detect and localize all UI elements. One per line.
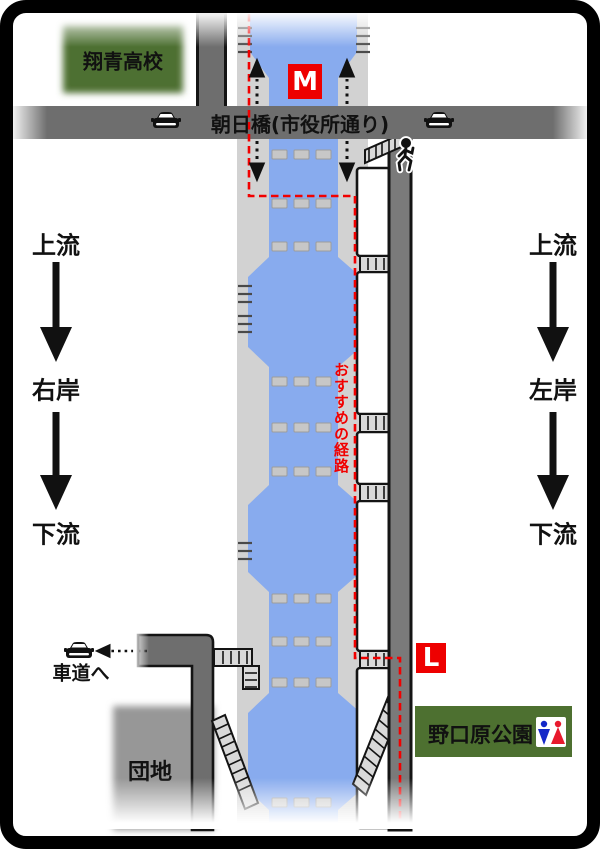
right-upstream-label: 上流 bbox=[529, 231, 577, 260]
right-bank-label: 右岸 bbox=[32, 376, 80, 405]
flow-arrow-right-1 bbox=[537, 262, 569, 362]
car-icon bbox=[64, 642, 94, 658]
flow-arrow-left-1 bbox=[40, 262, 72, 362]
right-downstream-label: 下流 bbox=[529, 520, 577, 549]
flow-arrow-left-2 bbox=[40, 412, 72, 510]
marker-m: M bbox=[288, 64, 322, 99]
school-label: 翔青高校 bbox=[83, 49, 163, 74]
pedestrian-icon bbox=[395, 136, 417, 174]
marker-l: L bbox=[416, 643, 446, 673]
main-road bbox=[13, 105, 587, 140]
access-road-stairs bbox=[213, 648, 260, 690]
to-road-label: 車道へ bbox=[52, 662, 110, 685]
park-label: 野口原公園 bbox=[428, 723, 533, 747]
recommended-route-label: おすすめの経路 bbox=[332, 362, 350, 474]
river-water bbox=[248, 13, 361, 829]
toilet-icon bbox=[536, 717, 566, 747]
bridge-label: 朝日橋(市役所通り) bbox=[210, 112, 390, 137]
left-bank-label: 左岸 bbox=[529, 376, 577, 405]
left-downstream-label: 下流 bbox=[32, 520, 80, 549]
upper-road bbox=[196, 11, 227, 110]
housing-label: 団地 bbox=[127, 760, 173, 785]
crossing-arrows bbox=[248, 57, 356, 183]
riverside-walkway bbox=[387, 134, 413, 832]
to-road-arrow bbox=[94, 643, 147, 659]
left-upstream-label: 上流 bbox=[32, 231, 80, 260]
recommended-route-line bbox=[247, 14, 402, 829]
flow-arrow-right-2 bbox=[537, 412, 569, 510]
